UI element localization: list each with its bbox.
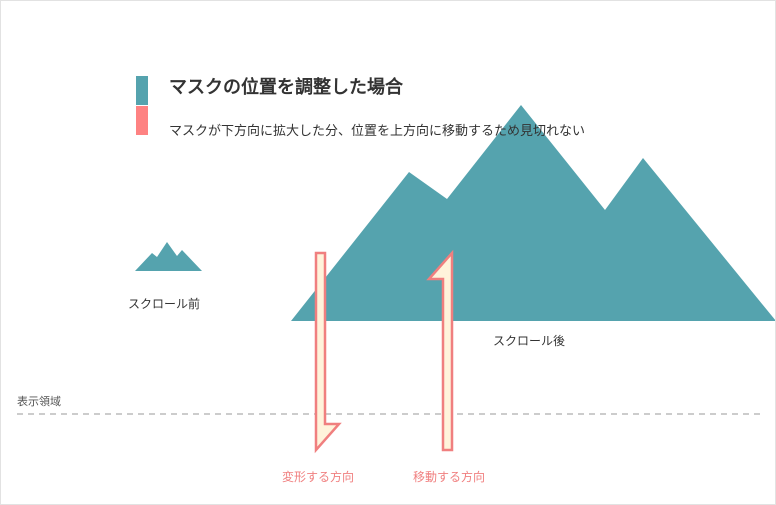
legend-bar-red bbox=[136, 106, 148, 135]
before-scroll-label: スクロール前 bbox=[128, 297, 201, 311]
move-direction-label: 移動する方向 bbox=[413, 470, 486, 484]
diagram-heading: マスクの位置を調整した場合 bbox=[169, 77, 403, 98]
diagram-subheading: マスクが下方向に拡大した分、位置を上方向に移動するため見切れない bbox=[169, 124, 586, 139]
move-direction-arrow bbox=[426, 249, 454, 452]
display-area-label: 表示領域 bbox=[17, 395, 61, 408]
mountain-before-scroll bbox=[135, 242, 202, 271]
mountain-after-scroll bbox=[291, 105, 775, 321]
legend-bar-teal bbox=[136, 76, 148, 105]
after-scroll-label: スクロール後 bbox=[493, 334, 566, 348]
deform-direction-arrow bbox=[314, 251, 342, 454]
deform-direction-label: 変形する方向 bbox=[282, 470, 355, 484]
